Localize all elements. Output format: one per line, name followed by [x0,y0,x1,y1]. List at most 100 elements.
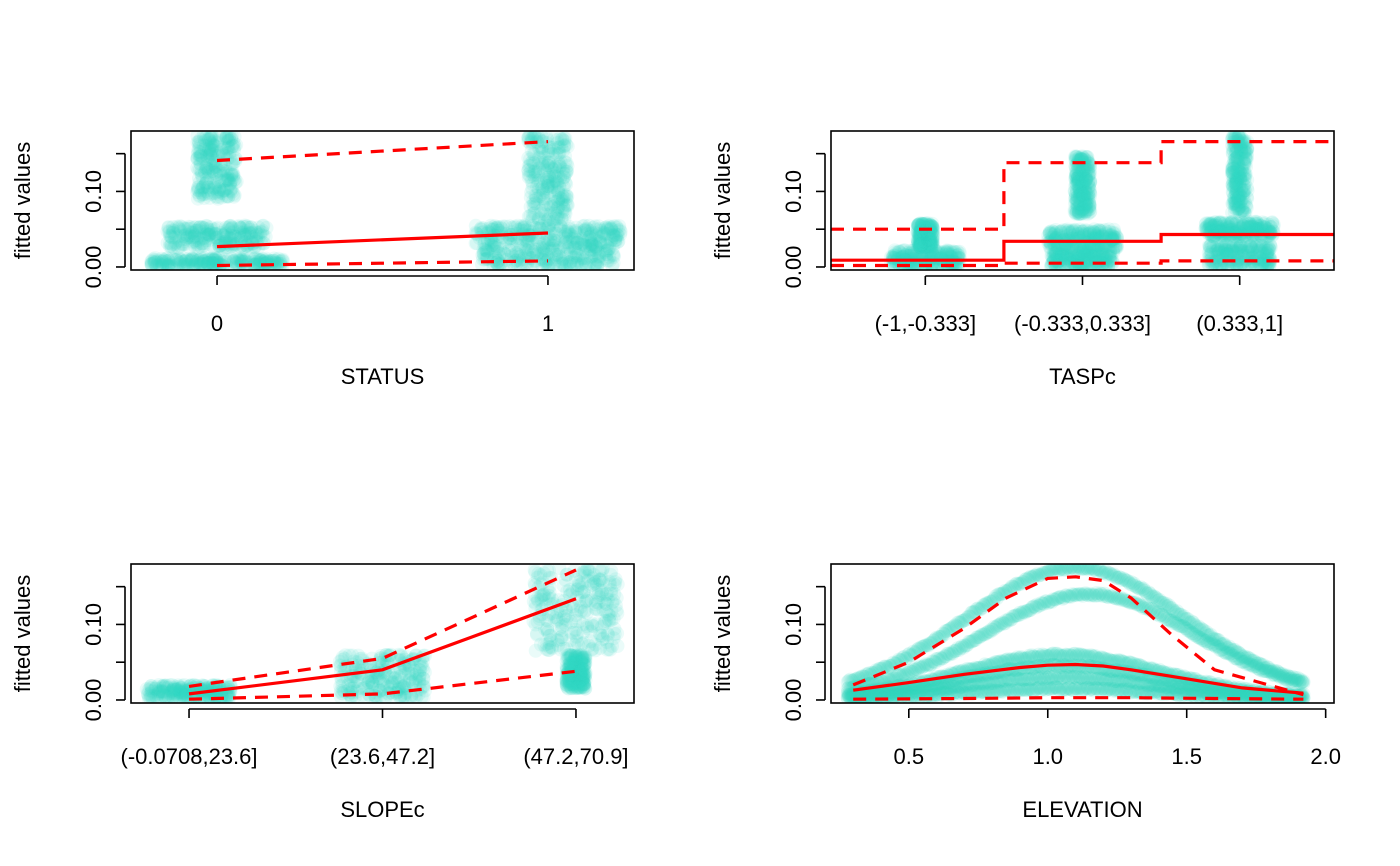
data-point [559,247,574,262]
data-point [213,161,228,175]
data-point [895,247,910,262]
data-point [218,163,233,178]
data-point [558,226,573,241]
data-point [540,132,554,147]
data-point [566,235,581,250]
data-point [1082,258,1097,270]
data-point [555,192,570,207]
data-point [193,156,208,171]
data-point [1066,250,1081,265]
data-point [228,229,243,244]
data-point [230,259,245,270]
data-point [540,181,555,196]
data-point [915,247,930,261]
data-point [1088,248,1103,263]
data-point [227,172,242,187]
data-point [527,156,542,171]
data-point [544,179,559,194]
data-point [486,222,501,237]
data-point [1103,253,1118,268]
data-point [194,164,209,179]
data-point [577,223,592,238]
data-point [199,226,214,241]
data-point [550,176,565,191]
data-point [181,259,196,270]
data-point [891,244,906,259]
data-point [198,134,212,149]
data-point [236,251,251,266]
data-point [548,235,563,250]
data-point [551,200,566,215]
data-point [218,227,233,242]
data-point [601,219,616,234]
data-point [477,235,492,250]
x-tick-label: 1 [542,311,554,336]
data-point [892,245,907,260]
data-point [1054,247,1069,262]
data-point [185,231,200,246]
data-point [545,176,560,191]
data-point [207,252,222,267]
data-point [913,227,928,242]
data-point [923,235,937,250]
data-point [599,247,614,262]
data-point [539,238,554,253]
data-point [595,229,610,244]
data-point [1058,259,1073,270]
data-point [161,257,176,270]
data-point [187,220,202,235]
data-point [912,228,927,243]
data-point [247,257,262,270]
data-point [243,229,258,244]
x-tick-label: 0 [211,311,223,336]
data-point [203,146,218,161]
data-point [493,242,508,256]
data-point [183,220,198,235]
data-point [604,586,619,601]
data-point [550,202,565,216]
data-point [193,132,208,147]
data-point [488,221,503,236]
data-point [570,246,585,261]
data-point [1076,244,1091,259]
data-point [185,234,200,249]
data-point [568,248,582,263]
data-point [931,244,946,259]
data-point [912,231,927,246]
data-point [207,241,222,255]
data-point [185,258,200,270]
data-point [206,155,221,170]
data-point [207,174,222,189]
data-point [887,243,902,258]
data-point [1263,257,1278,270]
data-point [151,255,166,270]
data-point [148,251,163,266]
data-point [268,256,283,270]
data-point [271,256,286,270]
data-point [161,253,176,268]
data-point [222,131,237,143]
data-point [1103,245,1118,260]
data-point [1089,245,1104,260]
data-point [575,250,590,265]
data-point [541,178,556,193]
data-point [192,255,207,270]
data-point [917,219,931,234]
data-point [569,226,584,241]
data-point [174,254,189,269]
data-point [273,259,288,270]
data-point [575,237,589,252]
data-point [220,133,235,148]
data-point [203,147,218,161]
data-point [536,191,551,206]
data-point [232,221,247,236]
data-point [587,576,602,591]
data-point [212,182,227,197]
data-point [534,175,548,190]
data-point [567,241,582,255]
data-point [522,240,537,255]
data-point [481,234,495,249]
data-point [921,232,936,246]
data-point [204,143,219,158]
data-point [577,222,592,237]
